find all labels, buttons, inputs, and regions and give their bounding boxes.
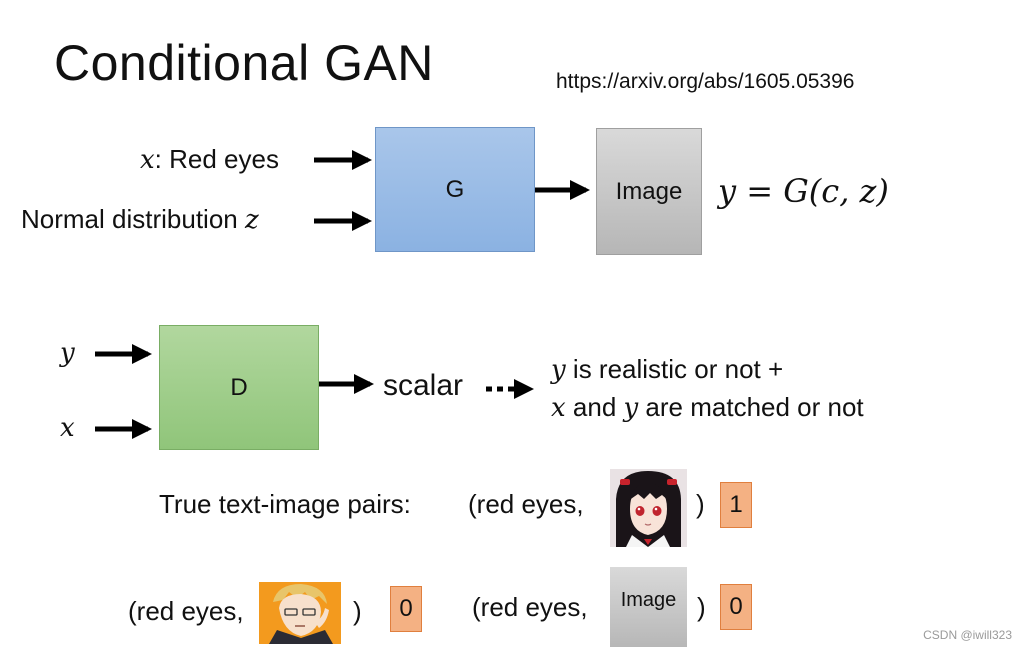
generated-image-placeholder: Image xyxy=(610,567,687,647)
desc-line-1: y is realistic or not + xyxy=(551,354,784,385)
wrong-pair-close: ) xyxy=(353,596,362,626)
true-pair-close: ) xyxy=(696,489,705,519)
desc-line-2: x and y are matched or not xyxy=(551,392,864,423)
input-x-label-d: x xyxy=(60,413,75,443)
true-pair-open: (red eyes, xyxy=(468,489,584,519)
paper-url[interactable]: https://arxiv.org/abs/1605.05396 xyxy=(556,70,855,93)
discriminator-box: D xyxy=(159,325,319,450)
watermark: CSDN @iwill323 xyxy=(923,628,1012,642)
generated-pair-open: (red eyes, xyxy=(472,592,588,622)
red-eyes-character-image xyxy=(610,469,687,547)
true-pair-score: 1 xyxy=(720,482,752,528)
true-pairs-label: True text-image pairs: xyxy=(159,489,411,519)
wrong-pair-score: 0 xyxy=(390,586,422,632)
generated-pair-close: ) xyxy=(697,592,706,622)
slide-title: Conditional GAN xyxy=(54,35,434,91)
other-character-image xyxy=(259,582,341,644)
input-x-label: x: Red eyes xyxy=(140,144,279,175)
generated-image-box: Image xyxy=(596,128,702,255)
generator-box: G xyxy=(375,127,535,252)
generated-pair-score: 0 xyxy=(720,584,752,630)
generator-equation: y = G(c, z) xyxy=(718,172,889,210)
scalar-label: scalar xyxy=(383,369,464,402)
input-z-label: Normal distribution z xyxy=(21,204,259,235)
input-y-label: y xyxy=(60,338,75,368)
wrong-pair-open: (red eyes, xyxy=(128,596,244,626)
